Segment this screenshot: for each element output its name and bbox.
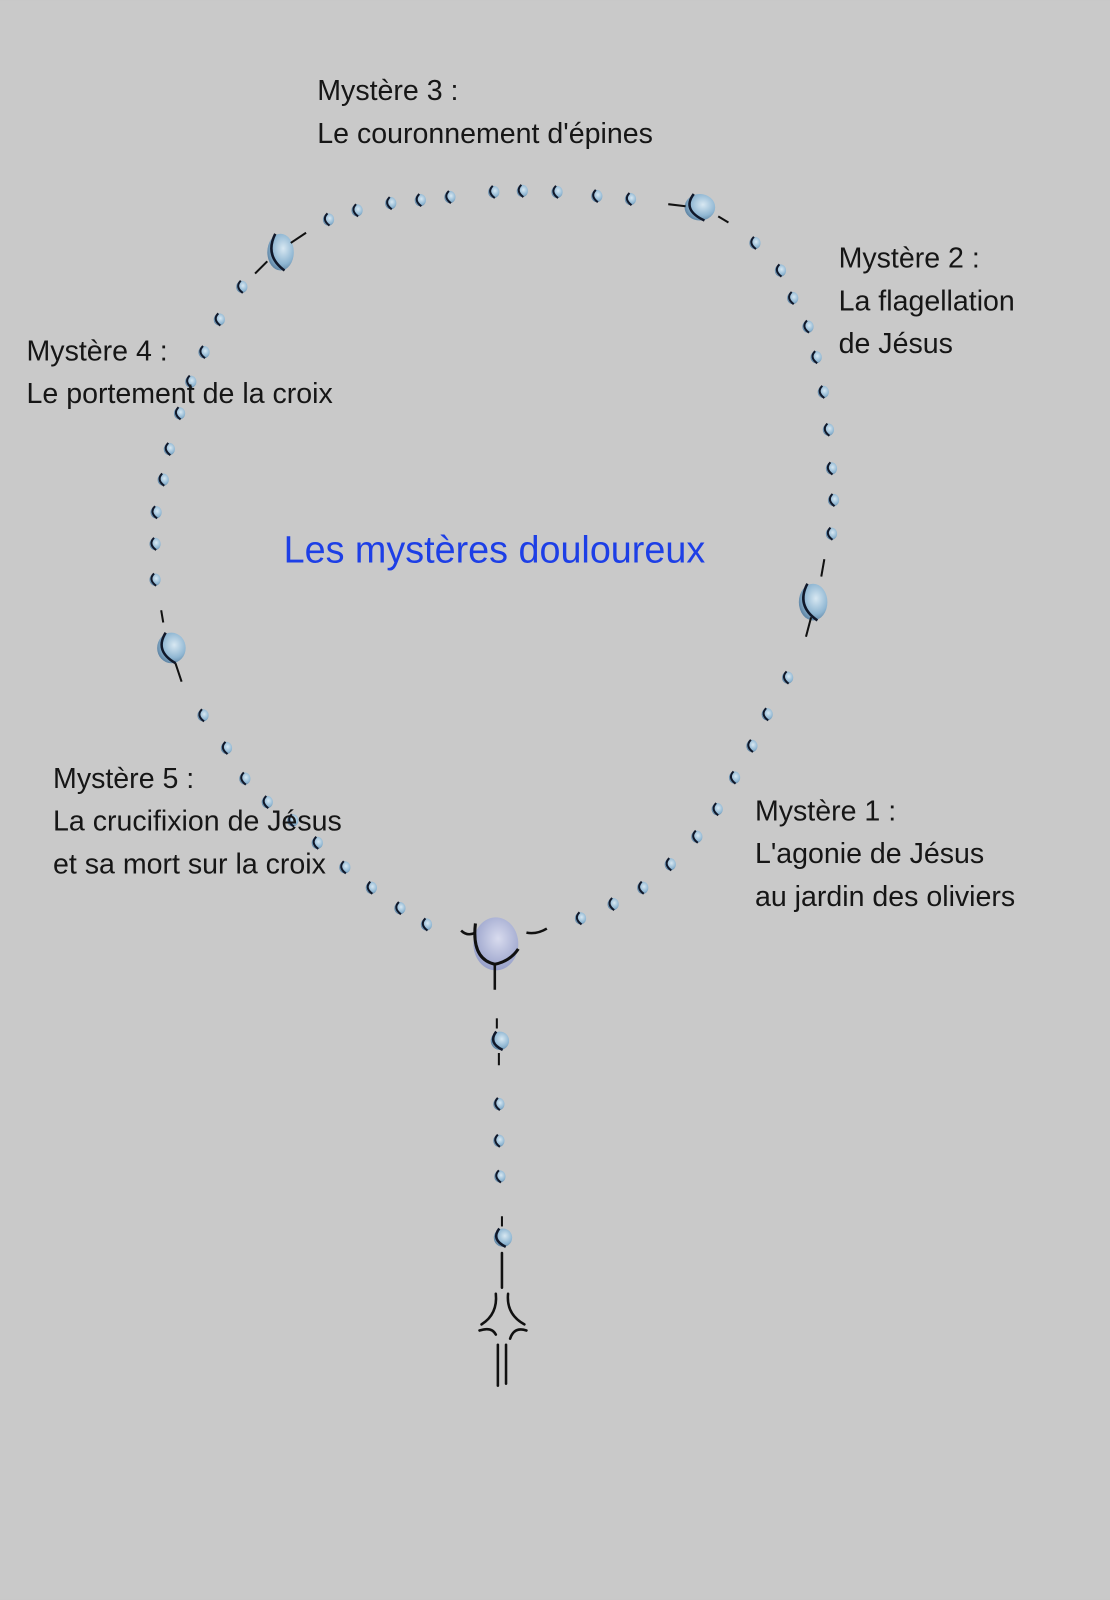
bead-shadow <box>495 1169 502 1184</box>
bead-shadow <box>729 770 737 785</box>
chain-segment <box>254 260 269 275</box>
bead-shadow <box>340 860 347 875</box>
mystery-heading: Mystère 3 : <box>317 75 458 107</box>
mystery-text: La crucifixion de Jésus <box>53 806 342 838</box>
bead-shadow <box>775 263 783 278</box>
crucifix-icon <box>478 1251 528 1387</box>
mystery-3-label: Mystère 3 : Le couronnement d'épines <box>317 75 653 150</box>
bead-shadow <box>199 345 206 360</box>
chain-segment <box>804 617 813 638</box>
center-medal <box>473 917 519 971</box>
bead-shadow <box>262 795 269 809</box>
bead-shadow <box>151 505 158 520</box>
bead-shadow <box>494 1227 507 1249</box>
bead-shadow <box>688 193 706 222</box>
diagram-title: Les mystères douloureux <box>284 528 706 570</box>
mystery-text: de Jésus <box>839 328 953 360</box>
chain-segment <box>717 215 729 224</box>
bead-shadow <box>270 233 286 272</box>
large-bead <box>798 583 828 621</box>
bead-shadow <box>762 707 769 722</box>
bead-shadow <box>150 572 157 587</box>
bead-shadow <box>803 319 810 334</box>
bead-shadow <box>826 461 834 476</box>
bead-shadow <box>638 880 645 895</box>
bead-shadow <box>386 196 393 211</box>
bead-shadow <box>818 385 825 399</box>
chain-segment <box>668 203 686 208</box>
bead-shadow <box>312 836 319 850</box>
bead-shadow <box>366 880 374 895</box>
bead-shadow <box>826 526 834 541</box>
bead-shadow <box>491 1030 504 1052</box>
mystery-text: Le couronnement d'épines <box>317 118 653 150</box>
mystery-4-label: Mystère 4 : Le portement de la croix <box>27 335 333 410</box>
bead-shadow <box>174 406 182 421</box>
mystery-text: Le portement de la croix <box>27 378 333 410</box>
bead-shadow <box>575 911 583 926</box>
mystery-text: au jardin des oliviers <box>755 881 1015 913</box>
bead-shadow <box>712 802 719 817</box>
bead-shadow <box>552 185 559 199</box>
bead-shadow <box>692 829 699 844</box>
bead-shadow <box>494 1097 501 1111</box>
bead-shadow <box>445 190 452 204</box>
bead-shadow <box>395 901 402 916</box>
bead-shadow <box>288 813 295 828</box>
bead-shadow <box>665 857 672 872</box>
mystery-5-label: Mystère 5 : La crucifixion de Jésus et s… <box>53 763 342 881</box>
mystery-heading: Mystère 1 : <box>755 795 896 827</box>
bead-shadow <box>198 708 205 723</box>
chain-segment <box>174 662 183 682</box>
chain-segment <box>290 231 307 244</box>
bead-shadow <box>828 493 836 507</box>
mystery-text: La flagellation <box>839 285 1015 317</box>
mystery-text: L'agonie de Jésus <box>755 838 984 870</box>
bead-shadow <box>415 193 422 208</box>
mystery-2-label: Mystère 2 : La flagellation de Jésus <box>839 242 1015 360</box>
bead-shadow <box>782 670 790 685</box>
bead-shadow <box>221 741 229 755</box>
mystery-1-label: Mystère 1 : L'agonie de Jésus au jardin … <box>755 795 1015 913</box>
mystery-heading: Mystère 4 : <box>27 335 168 367</box>
bead-shadow <box>214 312 222 327</box>
bead-shadow <box>421 917 429 932</box>
bead-shadow <box>625 192 633 207</box>
bead-shadow <box>802 583 819 622</box>
mystery-text: et sa mort sur la croix <box>53 848 326 880</box>
bead-shadow <box>160 632 177 665</box>
bead-shadow <box>788 291 795 305</box>
bead-shadow <box>608 897 615 911</box>
chain-segment <box>160 610 165 623</box>
bead-shadow <box>323 212 331 227</box>
bead-shadow <box>237 279 244 294</box>
bead-shadow <box>750 236 757 250</box>
rosary-beads <box>149 184 840 1249</box>
chain-segment <box>526 927 548 935</box>
bead-shadow <box>494 1133 501 1148</box>
large-bead <box>157 632 186 664</box>
bead-shadow <box>823 422 831 437</box>
bead-shadow <box>150 537 157 551</box>
mystery-heading: Mystère 5 : <box>53 763 194 795</box>
bead-shadow <box>240 771 247 786</box>
bead-shadow <box>592 189 599 203</box>
chain-segment <box>820 559 826 577</box>
bead-shadow <box>517 184 525 198</box>
bead-shadow <box>352 203 359 218</box>
large-bead <box>684 193 716 221</box>
bead-shadow <box>158 472 165 487</box>
mystery-heading: Mystère 2 : <box>839 242 980 274</box>
bead-shadow <box>164 442 172 456</box>
bead-shadow <box>811 350 818 365</box>
bead-shadow <box>489 185 496 199</box>
bead-shadow <box>186 374 193 389</box>
chain-segment <box>460 929 476 936</box>
bead-shadow <box>747 739 754 753</box>
